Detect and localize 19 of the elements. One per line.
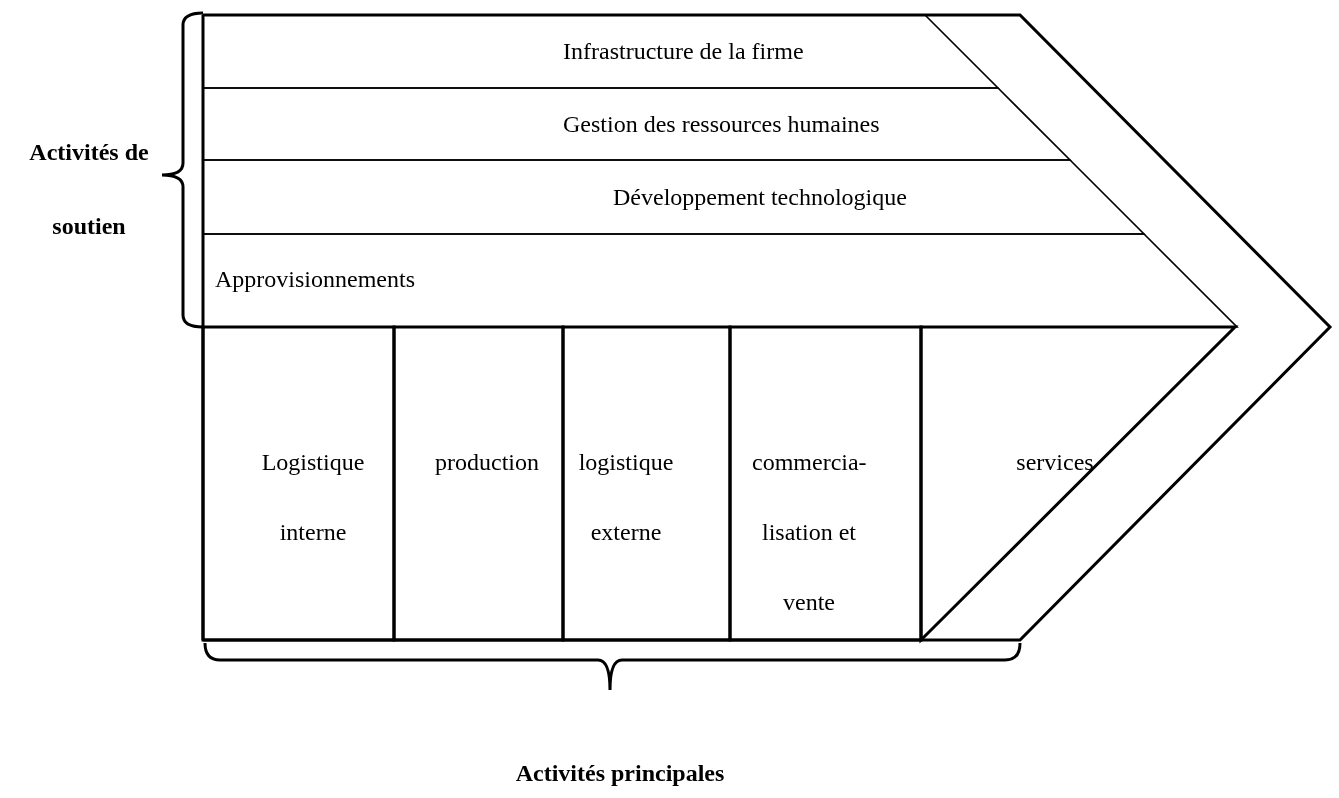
support-activity-band xyxy=(203,15,998,88)
group-label: Activités principales xyxy=(514,760,726,787)
support-activity-band xyxy=(203,88,1070,160)
primary-activity-column xyxy=(730,327,921,640)
activity-label: Logistique interne xyxy=(260,448,366,547)
primary-activity-column xyxy=(394,327,563,640)
activity-label: Approvisionnements xyxy=(215,266,415,293)
activity-label: Gestion des ressources humaines xyxy=(563,110,880,139)
activity-label: services xyxy=(1015,448,1095,477)
activity-label: Développement technologique xyxy=(613,183,907,212)
activity-label: Infrastructure de la firme xyxy=(563,37,804,66)
support-activity-band xyxy=(203,160,1144,234)
group-label: Activités de soutien xyxy=(28,138,150,241)
activity-label: logistique externe xyxy=(577,448,675,547)
primary-activity-column xyxy=(203,327,394,640)
activity-label: production xyxy=(434,448,540,477)
support-activity-band xyxy=(203,234,1237,327)
primary-activity-column xyxy=(563,327,730,640)
activity-label: commercia- lisation et vente xyxy=(752,448,866,617)
